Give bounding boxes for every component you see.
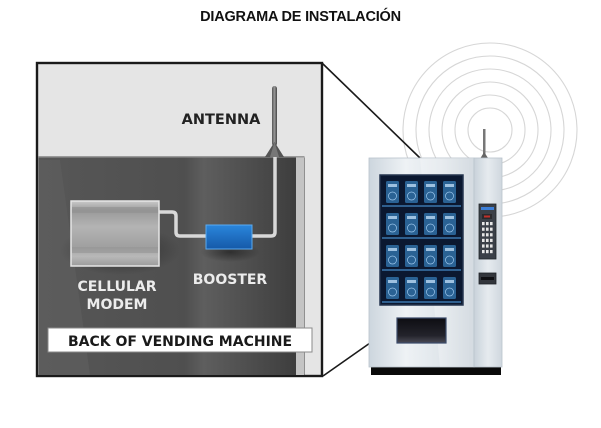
- signal-ring: [467, 107, 513, 153]
- keypad-key: [486, 244, 489, 248]
- keypad-key: [486, 227, 489, 231]
- signal-ring: [454, 94, 526, 166]
- cellular-modem-label-line2: MODEM: [87, 297, 148, 313]
- keypad-key: [486, 238, 489, 242]
- keypad-key: [490, 233, 493, 237]
- machine-antenna-icon: [480, 129, 488, 158]
- keypad-key: [486, 233, 489, 237]
- cellular-modem-label-line1: CELLULAR: [77, 279, 156, 295]
- keypad-key: [486, 222, 489, 226]
- diagram-title: DIAGRAMA DE INSTALACIÓN: [200, 9, 401, 25]
- shelf: [382, 301, 461, 303]
- zoom-connector-top: [321, 62, 421, 159]
- detail-panel: ANTENNA CELLULAR MODEM BOOSTER BACK OF V…: [35, 61, 324, 378]
- keypad-key: [486, 250, 489, 254]
- keypad-key: [490, 238, 493, 242]
- booster-label: BOOSTER: [193, 272, 268, 288]
- vending-machine-icon: [368, 129, 503, 375]
- shelf: [382, 205, 461, 207]
- keypad-key: [482, 222, 485, 226]
- back-of-machine-tag: [47, 327, 313, 353]
- booster-icon: [205, 224, 253, 250]
- keypad-key: [490, 227, 493, 231]
- antenna-label: ANTENNA: [182, 112, 261, 128]
- zoom-connector-bottom: [322, 342, 371, 377]
- keypad-key: [490, 244, 493, 248]
- keypad-key: [482, 227, 485, 231]
- keypad-key: [482, 238, 485, 242]
- shelf: [382, 269, 461, 271]
- keypad-icon: [478, 203, 497, 260]
- keypad-key: [482, 244, 485, 248]
- cellular-modem-icon: [70, 200, 160, 267]
- shelf: [382, 237, 461, 239]
- back-of-machine-label: BACK OF VENDING MACHINE: [68, 334, 292, 350]
- product-grid: [382, 181, 461, 303]
- keypad-key: [482, 250, 485, 254]
- keypad-key: [490, 250, 493, 254]
- antenna-cable: [158, 157, 277, 238]
- keypad-key: [482, 233, 485, 237]
- delivery-slot-icon: [396, 317, 447, 344]
- antenna-icon: [265, 86, 284, 157]
- keypad-key: [490, 222, 493, 226]
